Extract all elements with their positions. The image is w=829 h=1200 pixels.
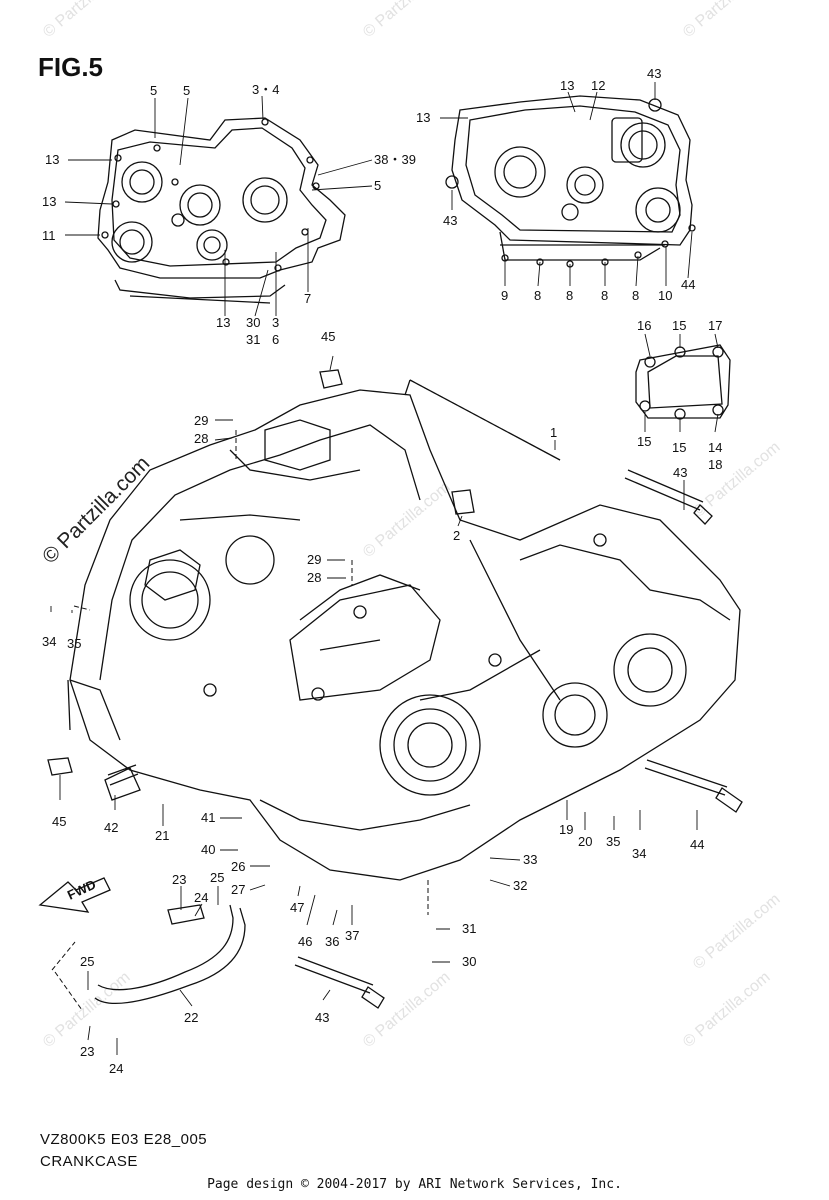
callout: 43 xyxy=(443,213,457,228)
callout: 43 xyxy=(673,465,687,480)
callout: 42 xyxy=(104,820,118,835)
callout: 15 xyxy=(672,440,686,455)
callout: 14 xyxy=(708,440,722,455)
callout: 40 xyxy=(201,842,215,857)
figure-name: CRANKCASE xyxy=(40,1153,138,1170)
callout: 15 xyxy=(672,318,686,333)
callout: 32 xyxy=(513,878,527,893)
callout: 13 xyxy=(560,78,574,93)
callout: 20 xyxy=(578,834,592,849)
hose xyxy=(94,904,246,1004)
callout: 47 xyxy=(290,900,304,915)
callout: 5 xyxy=(374,178,381,193)
callout: 24 xyxy=(109,1061,123,1076)
nut-45-left xyxy=(47,757,73,776)
callout: 12 xyxy=(591,78,605,93)
callout: 36 xyxy=(325,934,339,949)
callout: 5 xyxy=(183,83,190,98)
callout: 38・39 xyxy=(374,152,416,167)
callout: 13 xyxy=(42,194,56,209)
callout: 23 xyxy=(172,872,186,887)
figure-title: FIG.5 xyxy=(38,52,104,82)
bolt-44 xyxy=(644,759,743,813)
callout: 30 xyxy=(246,315,260,330)
callout: 8 xyxy=(601,288,608,303)
sleeve-2 xyxy=(451,489,475,515)
fwd-arrow xyxy=(38,877,111,913)
callout: 29 xyxy=(194,413,208,428)
main-crankcase xyxy=(67,379,741,881)
callouts: 5 5 3・4 13 38・39 5 13 11 13 30 31 3 6 7 … xyxy=(42,66,722,1076)
callout: 31 xyxy=(246,332,260,347)
callout: 30 xyxy=(462,954,476,969)
model-code: VZ800K5 E03 E28_005 xyxy=(40,1131,208,1148)
callout: 8 xyxy=(632,288,639,303)
callout: 22 xyxy=(184,1010,198,1025)
callout: 31 xyxy=(462,921,476,936)
callout: 3 xyxy=(272,315,279,330)
callout: 35 xyxy=(606,834,620,849)
callout: 13 xyxy=(45,152,59,167)
inset-crankcase-left xyxy=(97,117,346,304)
callout: 21 xyxy=(155,828,169,843)
bolt-43-bottom xyxy=(294,956,385,1009)
callout: 11 xyxy=(42,228,56,243)
callout: 24 xyxy=(194,890,208,905)
callout: 15 xyxy=(637,434,651,449)
callout: 28 xyxy=(194,431,208,446)
callout: 28 xyxy=(307,570,321,585)
inset-crankcase-right xyxy=(445,95,696,268)
callout: 5 xyxy=(150,83,157,98)
page-credit: Page design © 2004-2017 by ARI Network S… xyxy=(207,1177,622,1192)
callout: 34 xyxy=(632,846,646,861)
callout: 33 xyxy=(523,852,537,867)
callout: 29 xyxy=(307,552,321,567)
callout: 18 xyxy=(708,457,722,472)
callout: 9 xyxy=(501,288,508,303)
callout: 43 xyxy=(647,66,661,81)
callout: 37 xyxy=(345,928,359,943)
callout: 45 xyxy=(321,329,335,344)
callout: 7 xyxy=(304,291,311,306)
bolt-42 xyxy=(104,764,141,801)
callout: 8 xyxy=(534,288,541,303)
callout: 43 xyxy=(315,1010,329,1025)
callout: 35 xyxy=(67,636,81,651)
callout: 45 xyxy=(52,814,66,829)
nut-45-top xyxy=(319,369,343,389)
callout: 44 xyxy=(690,837,704,852)
callout: 2 xyxy=(453,528,460,543)
callout: 25 xyxy=(80,954,94,969)
callout: 27 xyxy=(231,882,245,897)
callout: 34 xyxy=(42,634,56,649)
callout: 19 xyxy=(559,822,573,837)
callout: 25 xyxy=(210,870,224,885)
callout: 16 xyxy=(637,318,651,333)
callout: 8 xyxy=(566,288,573,303)
callout: 10 xyxy=(658,288,672,303)
callout: 3・4 xyxy=(252,82,279,97)
callout: 41 xyxy=(201,810,215,825)
callout: 46 xyxy=(298,934,312,949)
callout: 44 xyxy=(681,277,695,292)
callout: 6 xyxy=(272,332,279,347)
cover-plate xyxy=(635,344,731,420)
hose-fitting xyxy=(167,904,205,925)
callout: 26 xyxy=(231,859,245,874)
callout: 13 xyxy=(216,315,230,330)
callout: 23 xyxy=(80,1044,94,1059)
callout: 13 xyxy=(416,110,430,125)
callout: 17 xyxy=(708,318,722,333)
bolt-43-top xyxy=(624,469,713,525)
callout: 1 xyxy=(550,425,557,440)
